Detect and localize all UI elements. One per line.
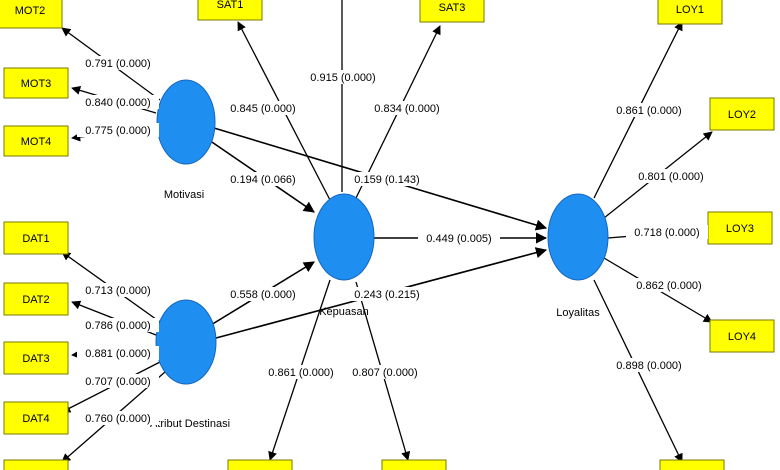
loading-dat1: 0.713 (0.000) — [85, 285, 150, 297]
indicator-label-loy1: LOY1 — [676, 4, 704, 16]
latent-label-atribut-destinasi: Atribut Destinasi — [150, 418, 230, 430]
indicator-box-mot3 — [3, 67, 69, 99]
path-coef-dat-kep: 0.558 (0.000) — [230, 289, 295, 301]
indicator-box-dat4 — [3, 401, 69, 435]
indicator-box-sat1 — [197, 0, 263, 21]
indicator-box-loy1 — [657, 0, 723, 25]
loading-loy2: 0.801 (0.000) — [638, 171, 703, 183]
path-coef-mot-loy: 0.159 (0.143) — [354, 174, 419, 186]
loading-mot4: 0.775 (0.000) — [85, 125, 150, 137]
indicator-label-loy2: LOY2 — [728, 109, 756, 121]
loading-sat5: 0.807 (0.000) — [352, 367, 417, 379]
loading-sat1: 0.845 (0.000) — [230, 103, 295, 115]
indicator-label-mot2: MOT2 — [15, 5, 46, 17]
latent-variables: Motivasi Kepuasan Atribut Destinasi Loya… — [150, 79, 609, 430]
loading-mot2: 0.791 (0.000) — [85, 58, 150, 70]
loading-loy3: 0.718 (0.000) — [634, 227, 699, 239]
indicator-label-dat3: DAT3 — [22, 353, 49, 365]
indicator-box-sat4 — [227, 459, 293, 470]
indicator-box-sat3 — [419, 0, 485, 23]
path-coef-kep-loy: 0.449 (0.005) — [426, 233, 491, 245]
indicator-box-sat5 — [381, 459, 447, 470]
loading-mot3: 0.840 (0.000) — [85, 97, 150, 109]
path-coef-mot-kep: 0.194 (0.066) — [230, 174, 295, 186]
loading-dat2: 0.786 (0.000) — [85, 320, 150, 332]
indicator-label-loy3: LOY3 — [726, 223, 754, 235]
latent-label-motivasi: Motivasi — [164, 189, 204, 201]
latent-loyalitas — [547, 193, 609, 281]
indicator-label-dat2: DAT2 — [22, 294, 49, 306]
indicator-box-dat1 — [3, 221, 69, 255]
indicator-label-mot4: MOT4 — [21, 136, 52, 148]
indicator-label-dat4: DAT4 — [22, 413, 49, 425]
latent-label-loyalitas: Loyalitas — [556, 307, 600, 319]
indicator-box-mot4 — [3, 125, 69, 157]
loading-dat4: 0.707 (0.000) — [85, 376, 150, 388]
loading-loy5: 0.898 (0.000) — [616, 360, 681, 372]
indicator-label-mot3: MOT3 — [21, 78, 52, 90]
indicator-label-loy4: LOY4 — [728, 331, 756, 343]
indicator-box-mot2 — [0, 0, 63, 29]
latent-atribut-destinasi — [155, 299, 217, 385]
loading-loy1: 0.861 (0.000) — [616, 105, 681, 117]
indicator-label-dat1: DAT1 — [22, 233, 49, 245]
path-coef-dat-loy: 0.243 (0.215) — [354, 289, 419, 301]
indicator-box-dat5 — [3, 459, 69, 470]
indicator-box-loy4 — [709, 319, 775, 353]
indicator-box-dat2 — [3, 282, 69, 316]
loading-dat5: 0.760 (0.000) — [85, 413, 150, 425]
indicator-label-sat1: SAT1 — [217, 0, 244, 11]
indicator-box-loy3 — [707, 211, 773, 245]
indicator-box-loy5 — [659, 459, 725, 470]
latent-motivasi — [156, 79, 216, 165]
loading-labels: 0.791 (0.000) 0.840 (0.000) 0.775 (0.000… — [77, 56, 712, 425]
indicator-label-sat3: SAT3 — [439, 2, 466, 14]
loading-sat4: 0.861 (0.000) — [268, 367, 333, 379]
indicator-box-loy2 — [709, 97, 775, 131]
latent-label-kepuasan: Kepuasan — [319, 306, 369, 318]
loading-arrows — [61, 0, 713, 463]
loading-sat3: 0.834 (0.000) — [374, 103, 439, 115]
loading-loy4: 0.862 (0.000) — [636, 280, 701, 292]
path-labels: 0.194 (0.066) 0.159 (0.143) 0.449 (0.005… — [222, 172, 500, 301]
indicator-box-dat3 — [3, 341, 69, 375]
loading-dat3: 0.881 (0.000) — [85, 348, 150, 360]
loading-sat2: 0.915 (0.000) — [310, 72, 375, 84]
latent-kepuasan — [313, 193, 375, 281]
